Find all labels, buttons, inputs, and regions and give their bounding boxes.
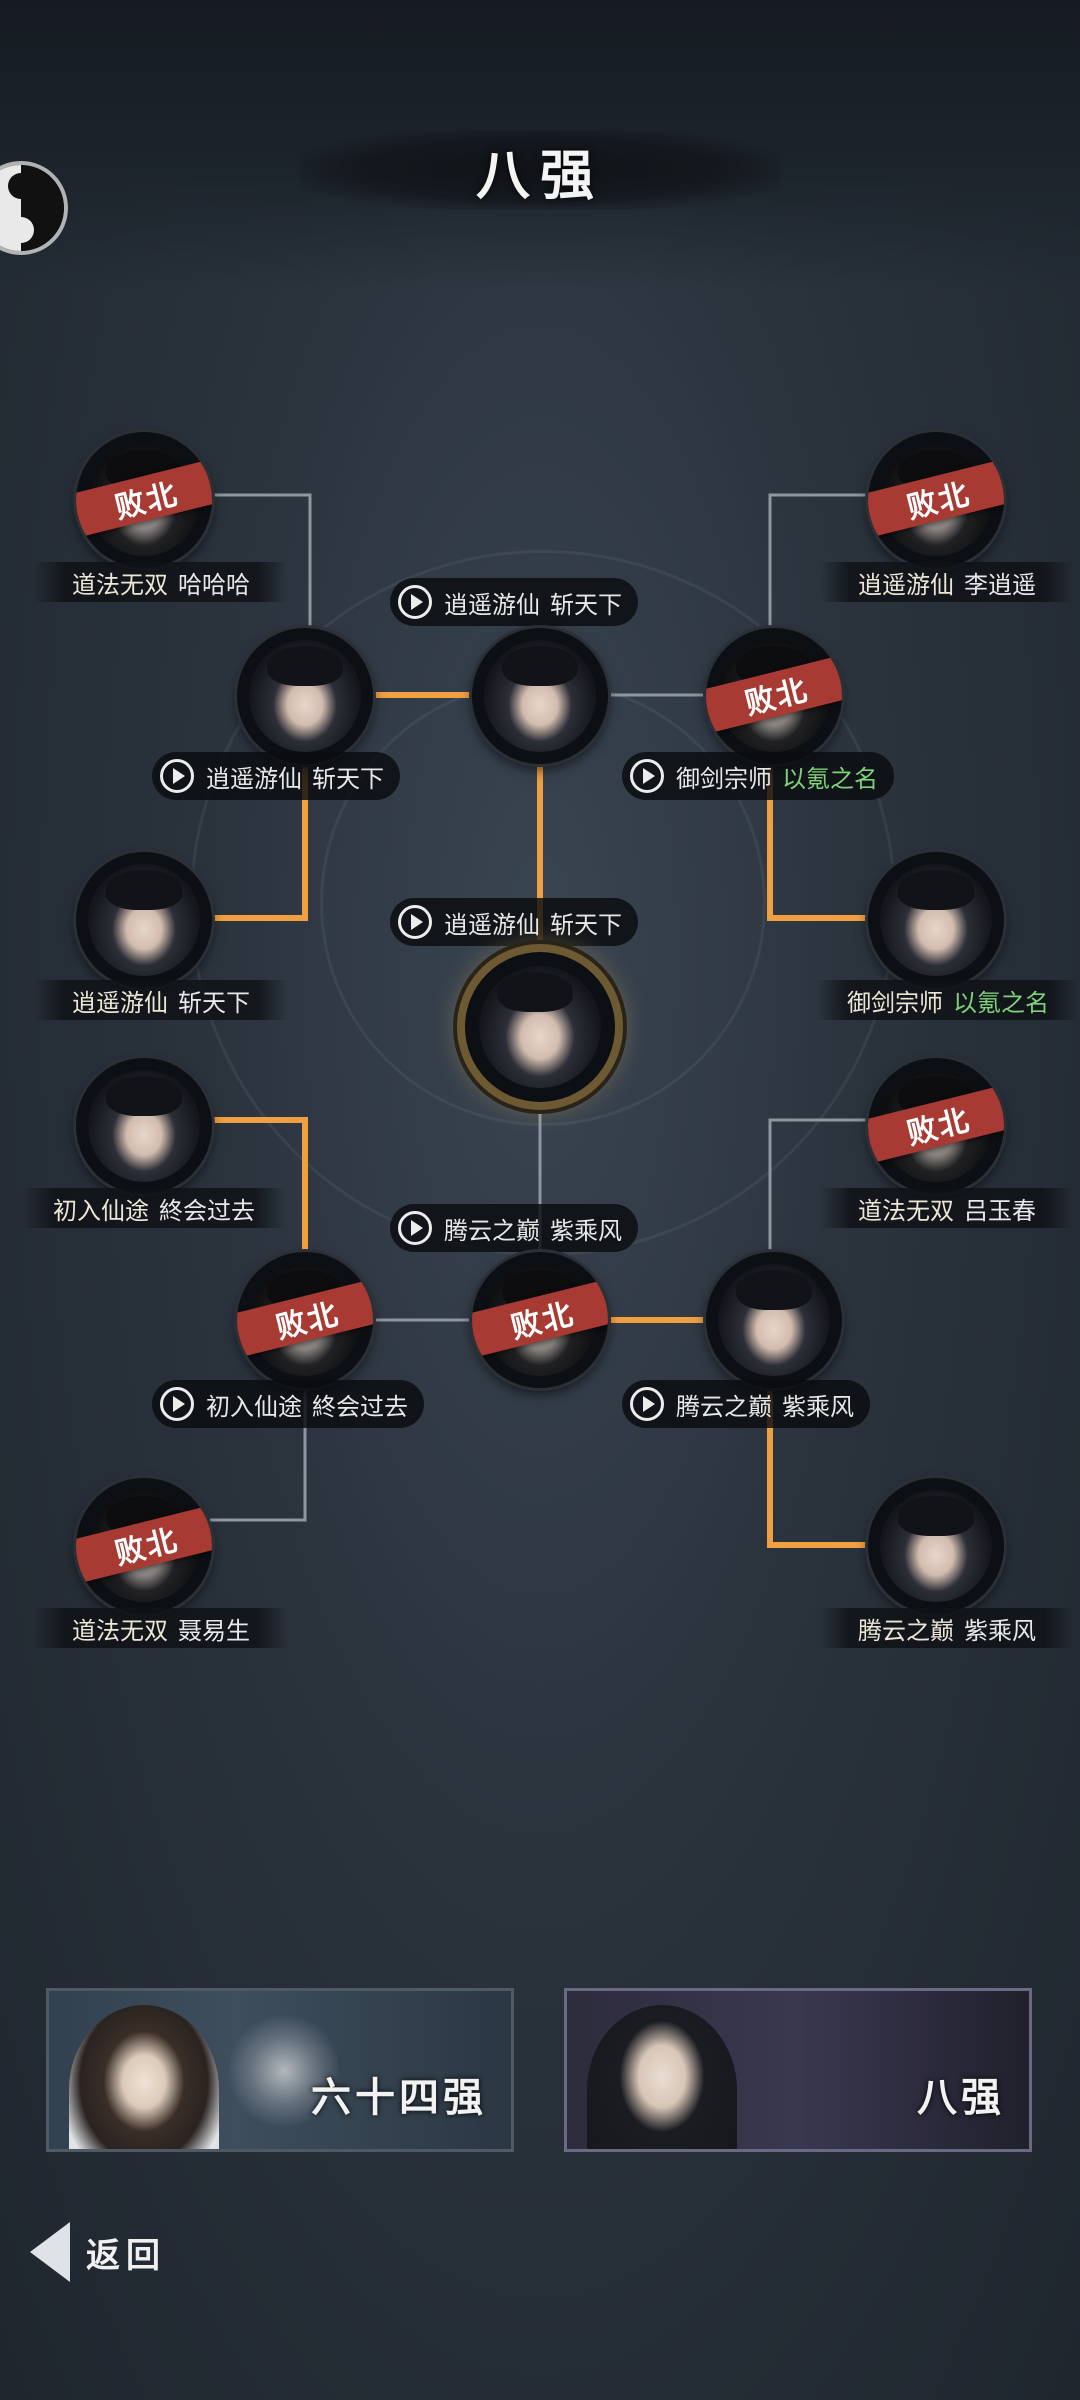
back-button[interactable]: 返回 [30,2220,166,2284]
play-icon [630,759,664,793]
stage-card-portrait [69,2005,219,2149]
replay-button-right-bottom[interactable]: 腾云之巅紫乘风 [622,1380,870,1428]
page-title: 八强 [476,142,604,207]
line-lb-p1 [210,1117,308,1255]
portrait [880,864,992,976]
play-icon [398,1211,432,1245]
line-rt-p2 [767,760,870,921]
avatar-left-top-semi[interactable] [237,628,373,764]
line-rt-p1 [768,493,870,630]
player-label-right-bottom-2: 腾云之巅紫乘风 [820,1608,1074,1648]
back-arrow-icon [30,2222,70,2282]
portrait [249,640,361,752]
avatar-right-bottom-2[interactable] [868,1478,1004,1614]
player-label-left-bottom-1: 初入仙途終会过去 [22,1188,286,1228]
line-lb-p2 [210,1385,307,1522]
stage-card-title: 八强 [917,2074,1005,2121]
avatar-right-top-1[interactable]: 败北 [868,432,1004,568]
back-label: 返回 [86,2235,166,2276]
play-icon [630,1387,664,1421]
avatar-top-final[interactable] [472,628,608,764]
play-icon [160,759,194,793]
player-label-right-top-1: 逍遥游仙李逍遥 [820,562,1074,602]
replay-button-left-bottom[interactable]: 初入仙途終会过去 [152,1380,424,1428]
portrait [479,966,601,1088]
avatar-right-bottom-semi[interactable] [706,1252,842,1388]
avatar-left-top-2[interactable] [76,852,212,988]
avatar-right-top-semi[interactable]: 败北 [706,628,842,764]
avatar-left-bottom-2[interactable]: 败北 [76,1478,212,1614]
portrait [88,864,200,976]
line-rb-p1 [768,1118,870,1255]
replay-button-grand-final[interactable]: 逍遥游仙斩天下 [390,898,638,946]
line-lt-p1 [210,493,312,630]
player-label-left-top-2: 逍遥游仙斩天下 [34,980,288,1020]
portrait [88,1070,200,1182]
replay-button-top-final[interactable]: 逍遥游仙斩天下 [390,578,638,626]
avatar-left-bottom-1[interactable] [76,1058,212,1194]
avatar-champion[interactable] [465,952,615,1102]
title-bar: 八强 [300,130,780,210]
stage-card-title: 六十四强 [311,2074,487,2121]
avatar-left-bottom-semi[interactable]: 败北 [237,1252,373,1388]
stage-card-portrait [587,2005,737,2149]
portrait [718,1264,830,1376]
portrait [880,1490,992,1602]
player-label-left-bottom-2: 道法无双聂易生 [34,1608,288,1648]
avatar-left-top-1[interactable]: 败北 [76,432,212,568]
stage-card-top64[interactable]: 六十四强 [46,1988,514,2152]
player-label-right-top-2: 御剑宗师以氪之名 [816,980,1080,1020]
avatar-right-top-2[interactable] [868,852,1004,988]
stage-card-top8[interactable]: 八强 [564,1988,1032,2152]
play-icon [160,1387,194,1421]
portrait [484,640,596,752]
player-label-left-top-1: 道法无双哈哈哈 [34,562,288,602]
play-icon [398,585,432,619]
play-icon [398,905,432,939]
player-label-right-bottom-1: 道法无双吕玉春 [820,1188,1074,1228]
line-rb-p2 [767,1385,870,1548]
replay-button-left-top[interactable]: 逍遥游仙斩天下 [152,752,400,800]
replay-button-bottom-final[interactable]: 腾云之巅紫乘风 [390,1204,638,1252]
avatar-bottom-final[interactable]: 败北 [472,1252,608,1388]
mist-decoration [229,2011,339,2131]
avatar-right-bottom-1[interactable]: 败北 [868,1058,1004,1194]
replay-button-right-top[interactable]: 御剑宗师以氪之名 [622,752,894,800]
line-lt-p2 [210,760,308,921]
